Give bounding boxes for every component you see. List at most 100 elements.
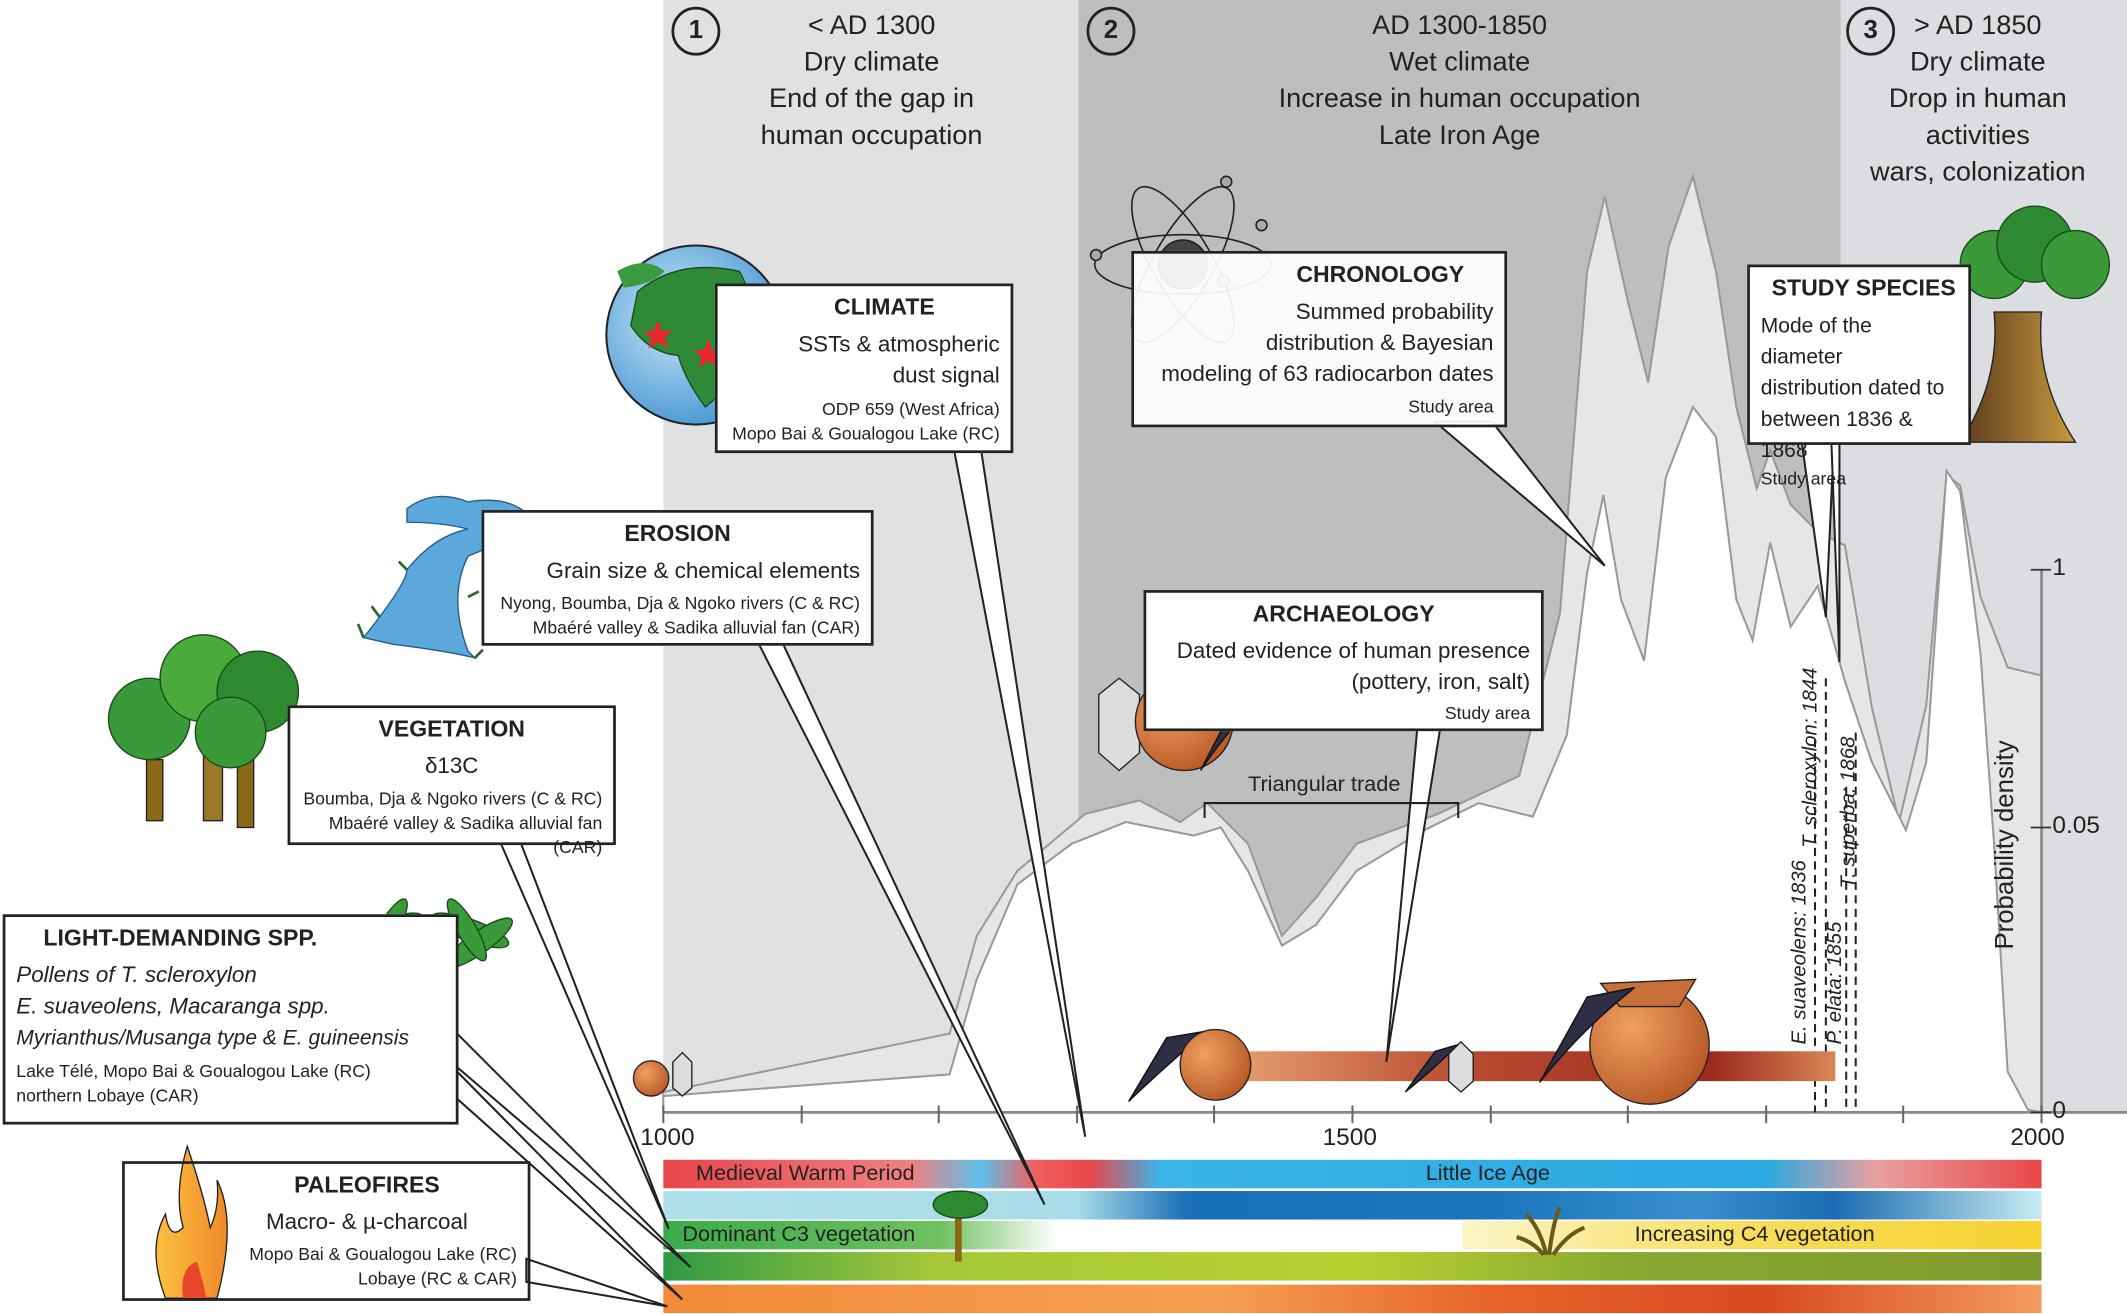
chronology-site: Study area (1408, 396, 1494, 417)
large-pot-horn-icon (1539, 978, 1710, 1105)
grass-icon (1516, 1206, 1586, 1257)
light-demanding-site: northern Lobaye (CAR) (16, 1085, 199, 1106)
archaeology-box: ARCHAEOLOGY Dated evidence of human pres… (1143, 590, 1544, 732)
y-tick-label: 0 (2052, 1096, 2066, 1124)
y-axis-ticks (2030, 568, 2052, 1114)
period-3-line: Dry climate (1909, 47, 2046, 78)
vegetation-site: Boumba, Dja & Ngoko rivers (C & RC) (303, 788, 603, 809)
y-axis-label: Probability density (1991, 740, 2020, 950)
species-date-lines (1813, 678, 1857, 1113)
iron-horn-pot-icon (1128, 1028, 1252, 1102)
archaeology-site: Study area (1444, 702, 1531, 724)
study-tree-icon (1958, 205, 2111, 443)
climate-bar-labels: Medieval Warm Period Little Ice Age (663, 1160, 2041, 1188)
vegetation-site: Mbaéré valley & Sadika alluvial fan (CAR… (328, 812, 603, 858)
climate-period-bar (663, 1159, 2042, 1189)
triangular-trade-bracket (1203, 802, 1460, 818)
x-axis-ticks (662, 1105, 2043, 1124)
period-2-line: Increase in human occupation (1278, 84, 1641, 114)
species-date-label: P. elata: 1855 (1823, 921, 1847, 1045)
iron-horn-salt-icon (1404, 1040, 1474, 1093)
little-ice-age-label: Little Ice Age (1425, 1162, 1550, 1186)
erosion-title: EROSION (624, 520, 731, 547)
study-species-box: STUDY SPECIES Mode of the diameter distr… (1747, 264, 1972, 488)
study-species-title: STUDY SPECIES (1771, 275, 1956, 302)
c3-vegetation-label: Dominant C3 vegetation (682, 1223, 916, 1247)
period-3-line: Drop in human (1888, 84, 2067, 114)
c3-vegetation-bar (663, 1220, 1057, 1250)
paleofires-site: Mopo Bai & Goualogou Lake (RC) (249, 1243, 517, 1265)
paleofires-site: Lobaye (RC & CAR) (358, 1268, 517, 1289)
medieval-warm-period-label: Medieval Warm Period (695, 1162, 915, 1186)
study-species-text: Mode of the diameter (1760, 314, 1872, 369)
light-demanding-bar (663, 1252, 2042, 1281)
light-demanding-box: LIGHT-DEMANDING SPP. Pollens of T. scler… (2, 914, 459, 1125)
probability-summed-distribution (662, 404, 2042, 1114)
archaeology-timeline-bar (1227, 1051, 1836, 1082)
vegetation-text: δ13C (424, 754, 479, 779)
callout-pointers (453, 420, 1841, 1308)
species-date-label: T. scleroxylon: 1844 (1798, 667, 1822, 848)
vegetation-bar-labels: Dominant C3 vegetation Increasing C4 veg… (663, 1221, 2041, 1249)
period-3-line: wars, colonization (1869, 157, 2086, 188)
small-tree-icon (932, 1190, 989, 1262)
chronology-text: modeling of 63 radiocarbon dates (1161, 362, 1494, 387)
species-date-label: E. suaveolens: 1836 (1787, 860, 1811, 1045)
erosion-text: Grain size & chemical elements (546, 558, 861, 584)
paleofires-text: Macro- & µ-charcoal (265, 1210, 468, 1235)
climate-text: dust signal (892, 363, 1000, 388)
pot-icon-small (632, 1051, 693, 1097)
moisture-bar (663, 1191, 2042, 1220)
study-species-text: between 1836 & 1868 (1760, 408, 1913, 463)
archaeology-text: Dated evidence of human presence (1176, 638, 1531, 664)
vegetation-title: VEGETATION (378, 716, 525, 743)
period-2-line: Late Iron Age (1378, 120, 1541, 151)
climate-text: SSTs & atmospheric (798, 332, 1000, 357)
x-tick-label: 2000 (2010, 1123, 2065, 1151)
light-demanding-text: E. suaveolens, Macaranga spp. (16, 994, 330, 1019)
chronology-text: distribution & Bayesian (1265, 330, 1494, 356)
period-1-line: < AD 1300 (807, 10, 936, 41)
paleofires-title: PALEOFIRES (294, 1172, 440, 1198)
chronology-text: Summed probability (1295, 299, 1494, 325)
study-species-text: distribution dated to (1760, 377, 1945, 401)
archaeology-title: ARCHAEOLOGY (1252, 600, 1435, 627)
light-demanding-text: Pollens of T. scleroxylon (16, 963, 257, 988)
period-3-line: activities (1925, 120, 2030, 151)
forest-trees-icon (107, 634, 300, 829)
period-1-line: Dry climate (803, 47, 940, 78)
light-demanding-text: Myrianthus/Musanga type & E. guineensis (16, 1026, 409, 1050)
light-demanding-title: LIGHT-DEMANDING SPP. (43, 925, 318, 951)
period-3-line: > AD 1850 (1914, 10, 2042, 41)
erosion-box: EROSION Grain size & chemical elements N… (481, 510, 874, 646)
period-2-description: AD 1300-1850 Wet climate Increase in hum… (1215, 8, 1703, 155)
triangular-trade-label: Triangular trade (1247, 773, 1401, 797)
erosion-site: Nyong, Boumba, Dja & Ngoko rivers (C & R… (500, 592, 861, 614)
period-1-line: End of the gap in (768, 84, 975, 114)
period-2-number: 2 (1086, 6, 1136, 56)
archaeology-text: (pottery, iron, salt) (1351, 670, 1531, 695)
period-1-number: 1 (671, 6, 721, 56)
c4-vegetation-label: Increasing C4 vegetation (1634, 1223, 1875, 1247)
chronology-title: CHRONOLOGY (1296, 261, 1465, 288)
study-species-site: Study area (1760, 467, 1847, 489)
flame-icon (155, 1143, 228, 1299)
period-2-line: AD 1300-1850 (1372, 10, 1548, 41)
period-3-description: > AD 1850 Dry climate Drop in human acti… (1856, 8, 2100, 191)
climate-title: CLIMATE (834, 294, 935, 321)
x-tick-label: 1000 (640, 1123, 695, 1151)
y-tick-label: 0.05 (2052, 811, 2100, 839)
climate-box: CLIMATE SSTs & atmospheric dust signal O… (714, 283, 1014, 454)
paleofire-bar (663, 1284, 2042, 1314)
light-demanding-site: Lake Télé, Mopo Bai & Goualogou Lake (RC… (16, 1060, 371, 1082)
erosion-site: Mbaéré valley & Sadika alluvial fan (CAR… (532, 617, 861, 638)
vegetation-box: VEGETATION δ13C Boumba, Dja & Ngoko rive… (287, 705, 616, 857)
species-date-label: T. superba: 1868 (1836, 736, 1860, 889)
climate-site: Mopo Bai & Goualogou Lake (RC) (732, 423, 1000, 444)
paleofires-box: PALEOFIRES Macro- & µ-charcoal Mopo Bai … (122, 1161, 531, 1301)
climate-site: ODP 659 (West Africa) (822, 398, 1000, 420)
y-tick-label: 1 (2052, 553, 2066, 581)
period-1-line: human occupation (760, 120, 983, 151)
